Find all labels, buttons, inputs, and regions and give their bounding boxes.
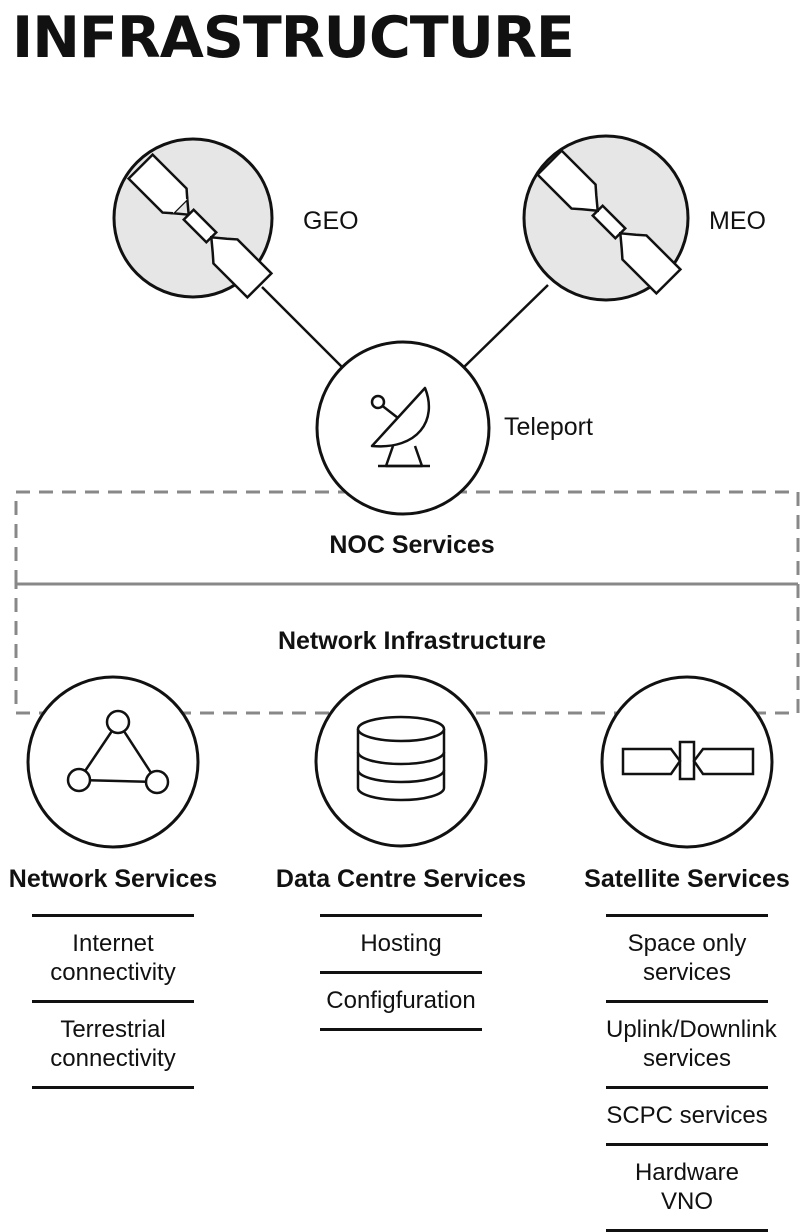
network-services-node [26, 675, 200, 849]
satellite-services-list: Space only services Uplink/Downlink serv… [606, 914, 777, 1232]
list-item: Internet connectivity [32, 917, 194, 1003]
database-icon [356, 715, 446, 802]
teleport-node [315, 340, 491, 516]
network-triangle-icon [66, 709, 170, 795]
data-centre-services-heading: Data Centre Services [275, 865, 527, 893]
satellite-services-node [600, 675, 774, 849]
geo-label: GEO [303, 207, 359, 235]
list-item: Hardware VNO [606, 1146, 768, 1232]
data-centre-services-node [314, 674, 488, 848]
network-services-list: Internet connectivity Terrestrial connec… [32, 914, 194, 1089]
list-item: Space only services [606, 917, 768, 1003]
list-item: SCPC services [606, 1089, 768, 1146]
data-centre-services-column: Data Centre Services Hosting Configfurat… [260, 864, 542, 1031]
page-title: INFRASTRUCTURE [12, 5, 575, 71]
network-infrastructure-label: Network Infrastructure [277, 627, 547, 655]
meo-teleport-link [462, 284, 549, 369]
list-item: Hosting [320, 917, 482, 974]
geo-node [112, 137, 274, 300]
satellite-icon [126, 152, 274, 300]
list-item: Configfuration [320, 974, 482, 1031]
satellite-icon [535, 148, 683, 296]
satellite-services-heading: Satellite Services [584, 865, 790, 893]
meo-label: MEO [709, 207, 766, 235]
noc-services-label: NOC Services [329, 531, 495, 559]
teleport-label: Teleport [504, 413, 593, 441]
satellite-services-column: Satellite Services Space only services U… [574, 864, 800, 1232]
meo-node [522, 134, 690, 302]
network-services-column: Network Services Internet connectivity T… [0, 864, 226, 1089]
satellite-icon [621, 740, 755, 781]
satellite-dish-icon [370, 386, 431, 468]
data-centre-services-list: Hosting Configfuration [320, 914, 482, 1031]
list-item: Terrestrial connectivity [32, 1003, 194, 1089]
network-services-heading: Network Services [8, 865, 218, 893]
geo-teleport-link [261, 286, 344, 369]
list-item: Uplink/Downlink services [606, 1003, 777, 1089]
